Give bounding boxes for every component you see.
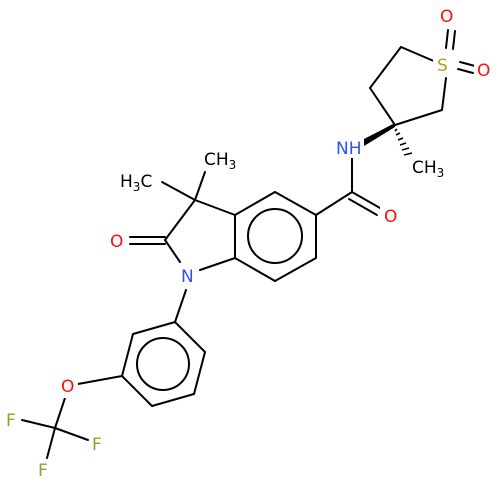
- bond-ph-o: [77, 375, 123, 385]
- bond-ph-3: [151, 393, 195, 407]
- bond-wedge-nh: [362, 123, 395, 146]
- bond-amide-co-b: [348, 198, 378, 216]
- atom-f-right: F: [92, 435, 102, 455]
- atom-o-sulfonyl-right: O: [477, 61, 490, 81]
- bond-ph-4: [121, 375, 153, 407]
- bond-ph-6: [132, 321, 176, 335]
- atom-o-amide: O: [384, 207, 397, 227]
- bond-benz-6: [274, 191, 317, 216]
- bond-benz-3: [234, 257, 276, 282]
- bond-ring-c-left: [369, 87, 396, 126]
- bond-benz-2: [274, 257, 317, 282]
- bond-c3-methyl-right: [194, 171, 206, 201]
- atom-f-left: F: [6, 411, 16, 431]
- bond-c3-c3a: [194, 199, 236, 216]
- aromatic-ring-phenyl: [136, 337, 190, 391]
- bond-s-c-top: [400, 46, 437, 63]
- bond-c-f-right: [54, 427, 89, 441]
- atom-ch3-gem-right: CH3: [204, 150, 236, 172]
- bond-o-cf3: [54, 397, 66, 429]
- bond-c3-methyl-left: [161, 181, 196, 201]
- atom-ch3-quaternary: CH3: [412, 158, 444, 180]
- bond-ph-2: [193, 351, 206, 395]
- atom-f-bottom: F: [38, 461, 48, 481]
- bond-ph-1: [174, 321, 206, 353]
- atom-o-ether: O: [61, 377, 74, 397]
- bond-ring-c-right: [394, 109, 443, 126]
- bond-amide-ring: [315, 191, 353, 216]
- atom-s-ring: S: [437, 56, 448, 76]
- bond-c2-n: [164, 239, 181, 263]
- bond-c-f-bottom: [46, 427, 56, 459]
- bond-ring-c-top: [369, 46, 402, 89]
- bond-s-o-right-b: [457, 68, 474, 74]
- atom-o-lactam: O: [110, 232, 123, 252]
- bond-s-o-right-a: [459, 61, 476, 67]
- bonds: [21, 29, 476, 459]
- bond-c-f-left: [21, 419, 56, 429]
- atom-labels: O S O NH CH3 O CH3 H3C O N O F F F: [4, 4, 494, 481]
- bond-amide-co-a: [351, 191, 381, 209]
- bond-benz-5: [234, 191, 276, 216]
- bond-s-c-right: [441, 77, 447, 111]
- atom-ch3-gem-left: H3C: [120, 172, 152, 194]
- atom-nh-amide: NH: [336, 139, 362, 159]
- aromatic-ring-indoline: [247, 208, 303, 264]
- bond-n-c7a: [199, 257, 236, 271]
- bond-c3-c2: [164, 199, 196, 241]
- bond-n-aryl: [174, 289, 187, 323]
- bond-hash-methyl: [394, 128, 413, 156]
- atom-n-lactam: N: [181, 267, 194, 287]
- bond-ph-5: [121, 333, 134, 377]
- bond-s-o-top-a: [445, 29, 449, 49]
- atom-o-sulfonyl-top: O: [440, 7, 453, 27]
- bond-s-o-top-b: [452, 30, 456, 50]
